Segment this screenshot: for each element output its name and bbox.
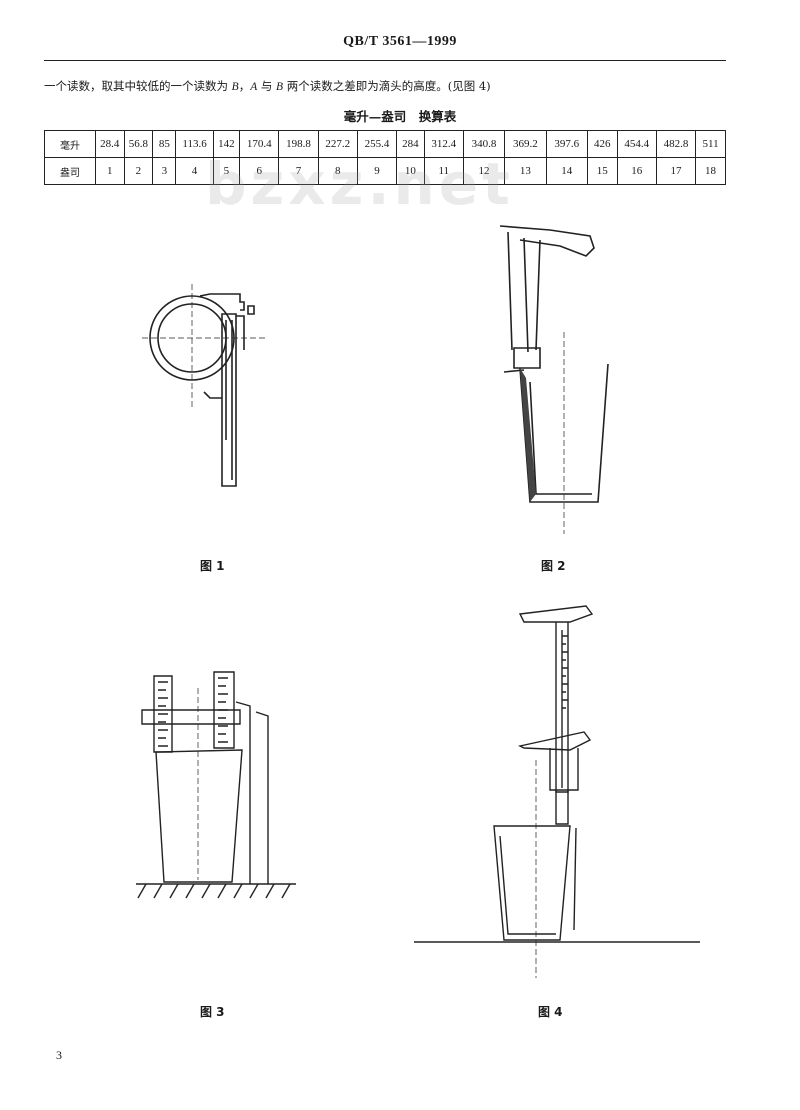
figure-3-drawing <box>136 671 296 899</box>
table-cell: 227.2 <box>317 130 358 158</box>
table-cell: 5 <box>212 157 241 185</box>
header-rule <box>44 60 726 61</box>
figure-1-caption: 图 1 <box>200 559 225 573</box>
table-cell: 4 <box>175 157 214 185</box>
table-row-header: 盎司 <box>44 157 96 185</box>
figure-1-drawing <box>142 284 266 487</box>
table-cell: 3 <box>152 157 177 185</box>
table-title: 毫升—盎司 换算表 <box>343 109 457 124</box>
table-cell: 369.2 <box>504 130 547 158</box>
intro-text-3: 与 <box>257 79 277 93</box>
table-cell: 14 <box>545 157 588 185</box>
table-cell: 397.6 <box>545 130 588 158</box>
table-cell: 142 <box>212 130 241 158</box>
table-cell: 198.8 <box>278 130 319 158</box>
table-cell: 16 <box>616 157 657 185</box>
intro-text-1: 一个读数，取其中较低的一个读数为 <box>44 79 232 93</box>
table-cell: 11 <box>423 157 464 185</box>
watermark: bzxz.net <box>205 150 514 218</box>
table-cell: 1 <box>94 157 125 185</box>
table-cell: 6 <box>239 157 280 185</box>
table-cell: 15 <box>586 157 618 185</box>
table-cell: 17 <box>655 157 697 185</box>
table-cell: 18 <box>695 157 726 185</box>
table-cell: 10 <box>396 157 425 185</box>
table-cell: 454.4 <box>616 130 657 158</box>
intro-var-b2: B <box>276 81 284 93</box>
intro-text-2: ， <box>238 79 251 93</box>
standard-code: QB/T 3561—1999 <box>343 34 457 49</box>
table-cell: 284 <box>396 130 425 158</box>
table-cell: 85 <box>152 130 177 158</box>
intro-var-b: B <box>231 81 239 93</box>
table-cell: 426 <box>586 130 618 158</box>
figure-4-drawing <box>414 605 700 978</box>
figure-4-caption: 图 4 <box>538 1005 563 1019</box>
table-cell: 9 <box>356 157 398 185</box>
table-cell: 113.6 <box>175 130 214 158</box>
intro-var-a: A <box>250 81 258 93</box>
table-cell: 170.4 <box>239 130 280 158</box>
page-number: 3 <box>56 1048 62 1062</box>
figure-2-caption: 图 2 <box>541 559 566 573</box>
table-cell: 482.8 <box>655 130 697 158</box>
table-cell: 511 <box>695 130 726 158</box>
table-cell: 56.8 <box>123 130 154 158</box>
table-cell: 2 <box>123 157 154 185</box>
table-cell: 28.4 <box>94 130 125 158</box>
intro-text-4: 两个读数之差即为滴头的高度。(见图 4) <box>283 79 491 93</box>
figure-2-drawing <box>499 225 609 534</box>
table-row-header: 毫升 <box>44 130 96 158</box>
table-cell: 7 <box>278 157 319 185</box>
figure-3-caption: 图 3 <box>200 1005 225 1019</box>
table-cell: 255.4 <box>356 130 398 158</box>
intro-paragraph: 一个读数，取其中较低的一个读数为 B，A 与 B 两个读数之差即为滴头的高度。(… <box>44 78 734 94</box>
